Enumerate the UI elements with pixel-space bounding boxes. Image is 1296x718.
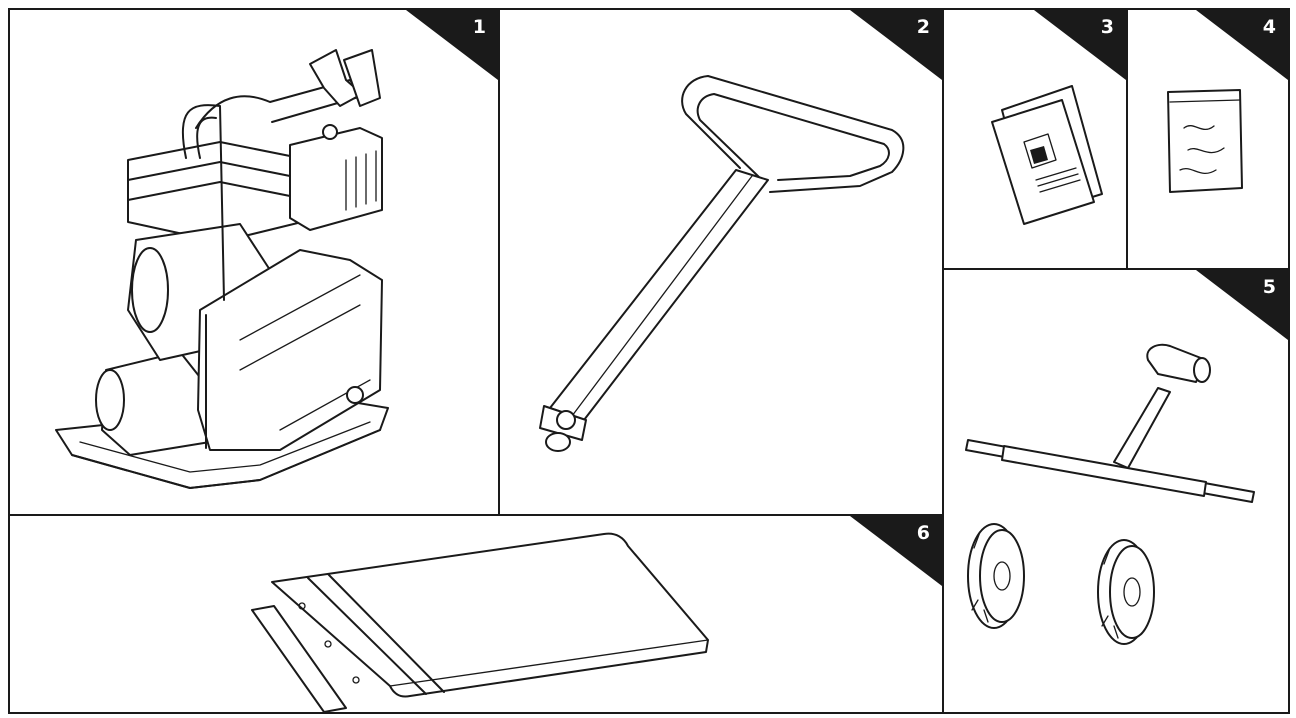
panel-4-badge: 4	[1196, 10, 1288, 80]
panel-6-badge: 6	[850, 516, 942, 586]
panel-1-number: 1	[472, 16, 486, 38]
panel-5-number: 5	[1262, 276, 1276, 298]
panel-2-number: 2	[916, 16, 930, 38]
handle-bar-icon	[539, 75, 905, 452]
panel-5-badge: 5	[1196, 270, 1288, 340]
panel-3-badge: 3	[1034, 10, 1126, 80]
panel-1-badge: 1	[406, 10, 498, 80]
panel-5: 5	[942, 268, 1290, 714]
panel-6: 6	[8, 514, 944, 714]
manual-booklet-icon	[991, 85, 1103, 225]
panel-1: 1	[8, 8, 500, 516]
panel-4-number: 4	[1262, 16, 1276, 38]
panel-2: 2	[498, 8, 944, 516]
panel-3: 3	[942, 8, 1128, 270]
panel-3-number: 3	[1100, 16, 1114, 38]
panel-6-number: 6	[916, 522, 930, 544]
parts-bag-icon	[1167, 89, 1243, 193]
wheel-kit-icon	[965, 343, 1255, 645]
plate-compactor-icon	[55, 49, 389, 489]
panel-2-badge: 2	[850, 10, 942, 80]
panel-4: 4	[1126, 8, 1290, 270]
rubber-pad-icon	[251, 532, 709, 712]
